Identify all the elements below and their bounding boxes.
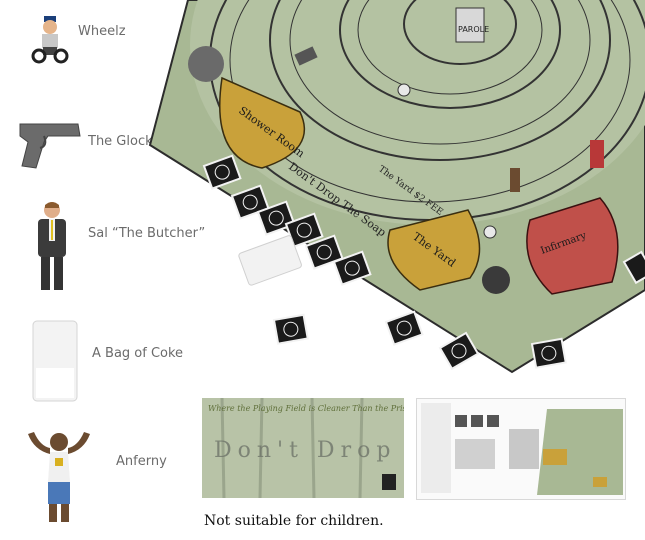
board-shoe-icon bbox=[188, 46, 224, 82]
coke-bag-icon bbox=[32, 320, 78, 402]
piece-label-glock: The Glock bbox=[88, 134, 153, 149]
box-title: Don't Drop The Soap bbox=[214, 438, 404, 463]
shower-room-space: Shower Room bbox=[219, 76, 307, 169]
rules-sheet-thumbnail-icon bbox=[421, 403, 623, 495]
disclaimer-text: Not suitable for children. bbox=[204, 513, 384, 529]
piece-label-anferny: Anferny bbox=[116, 454, 167, 469]
game-board: Shower Room The Yard Infirmary PAROLE Do… bbox=[148, 0, 645, 374]
dice-icon bbox=[397, 83, 411, 97]
box-cover-texture-icon bbox=[220, 398, 396, 498]
face-token-icon bbox=[482, 266, 510, 294]
infirmary-space: Infirmary bbox=[526, 197, 619, 295]
rules-sheet bbox=[416, 398, 626, 500]
piece-label-wheelz: Wheelz bbox=[78, 24, 126, 39]
box-cover: Where the Playing Field is Cleaner Than … bbox=[202, 398, 404, 498]
board-wheelz-piece-icon bbox=[590, 140, 604, 168]
box-tagline: Where the Playing Field is Cleaner Than … bbox=[208, 404, 404, 413]
sal-figure-icon bbox=[38, 202, 66, 290]
piece-label-sal: Sal “The Butcher” bbox=[88, 226, 206, 241]
anferny-figure-icon bbox=[28, 432, 90, 522]
loose-coke-bag-icon bbox=[238, 235, 302, 286]
smokes-card-group bbox=[202, 154, 645, 371]
glock-pistol-icon bbox=[19, 123, 81, 169]
piece-label-coke: A Bag of Coke bbox=[92, 346, 184, 361]
the-yard-space: The Yard bbox=[387, 209, 481, 291]
board-glock-icon bbox=[294, 46, 318, 66]
dice-icon bbox=[483, 225, 497, 239]
board-anferny-piece-icon bbox=[510, 168, 520, 192]
parole-label: PAROLE bbox=[458, 25, 489, 34]
parole-space: PAROLE bbox=[455, 7, 489, 43]
wheelz-figure-icon bbox=[31, 16, 69, 64]
